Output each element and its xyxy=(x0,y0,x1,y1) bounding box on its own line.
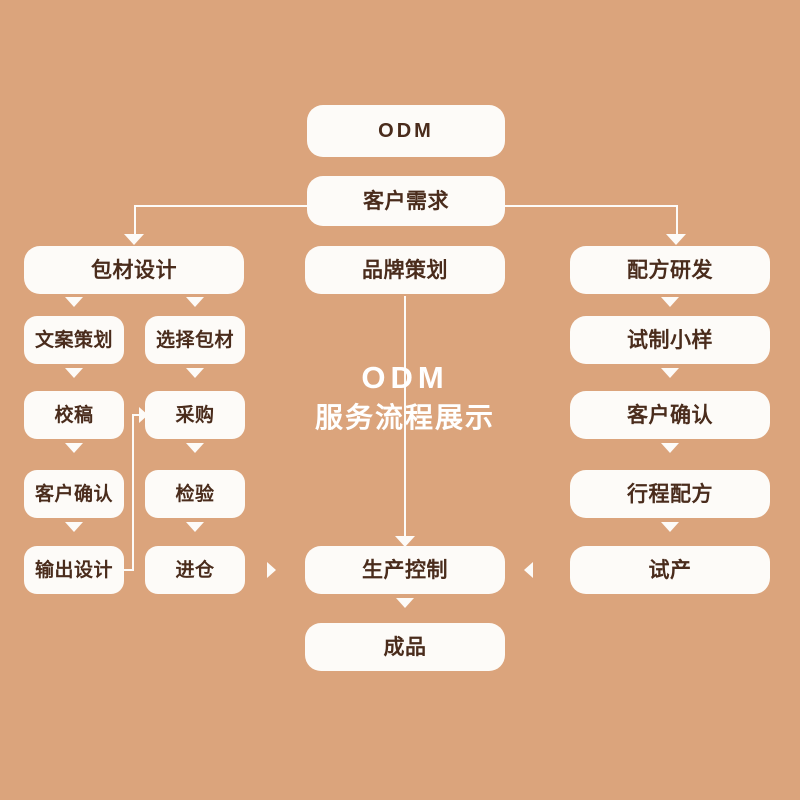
arrowhead-to-formula-rd xyxy=(666,234,686,245)
node-warehousing[interactable]: 进仓 xyxy=(145,546,245,594)
node-production-control[interactable]: 生产控制 xyxy=(305,546,505,594)
node-sample-trial[interactable]: 试制小样 xyxy=(570,316,770,364)
connector-output-design-riser xyxy=(132,414,134,571)
connector-demand-to-right-branch xyxy=(504,205,678,207)
connector-output-design-exit xyxy=(120,569,134,571)
center-title: ODM 服务流程展示 xyxy=(280,360,530,434)
node-customer-confirm-right[interactable]: 客户确认 xyxy=(570,391,770,439)
arrowhead-to-trial-production xyxy=(661,522,679,532)
arrowhead-to-customer-confirm-left xyxy=(65,443,83,453)
node-packaging-design[interactable]: 包材设计 xyxy=(24,246,244,294)
node-odm[interactable]: ODM xyxy=(307,105,505,157)
arrowhead-to-finished-product xyxy=(396,598,414,608)
node-trial-production[interactable]: 试产 xyxy=(570,546,770,594)
arrowhead-trial-production-to-production-control xyxy=(524,562,533,578)
center-title-line2: 服务流程展示 xyxy=(314,401,495,433)
arrowhead-to-travel-formula xyxy=(661,443,679,453)
node-proofreading[interactable]: 校稿 xyxy=(24,391,124,439)
arrowhead-to-inspection xyxy=(186,443,204,453)
arrowhead-into-purchasing xyxy=(139,407,148,423)
arrowhead-to-production-control xyxy=(395,536,415,547)
node-copy-planning[interactable]: 文案策划 xyxy=(24,316,124,364)
node-inspection[interactable]: 检验 xyxy=(145,470,245,518)
node-select-packaging[interactable]: 选择包材 xyxy=(145,316,245,364)
connector-brand-planning-down xyxy=(404,296,406,540)
node-purchasing[interactable]: 采购 xyxy=(145,391,245,439)
node-customer-confirm-left[interactable]: 客户确认 xyxy=(24,470,124,518)
connector-into-purchasing xyxy=(132,414,142,416)
node-travel-formula[interactable]: 行程配方 xyxy=(570,470,770,518)
center-title-line1: ODM xyxy=(361,360,449,395)
node-output-design[interactable]: 输出设计 xyxy=(24,546,124,594)
arrowhead-to-select-packaging xyxy=(186,297,204,307)
node-customer-demand[interactable]: 客户需求 xyxy=(307,176,505,226)
arrowhead-to-packaging-design xyxy=(124,234,144,245)
node-finished-product[interactable]: 成品 xyxy=(305,623,505,671)
connector-right-branch-drop xyxy=(676,205,678,237)
arrowhead-to-customer-confirm-right xyxy=(661,368,679,378)
arrowhead-to-output-design xyxy=(65,522,83,532)
arrowhead-to-warehousing xyxy=(186,522,204,532)
connector-left-branch-drop xyxy=(134,205,136,237)
arrowhead-to-purchasing xyxy=(186,368,204,378)
arrowhead-to-copy-planning xyxy=(65,297,83,307)
connector-demand-to-left-branch xyxy=(134,205,308,207)
node-brand-planning[interactable]: 品牌策划 xyxy=(305,246,505,294)
arrowhead-warehousing-to-production-control xyxy=(267,562,276,578)
node-formula-rd[interactable]: 配方研发 xyxy=(570,246,770,294)
arrowhead-to-sample-trial xyxy=(661,297,679,307)
arrowhead-to-proofreading xyxy=(65,368,83,378)
